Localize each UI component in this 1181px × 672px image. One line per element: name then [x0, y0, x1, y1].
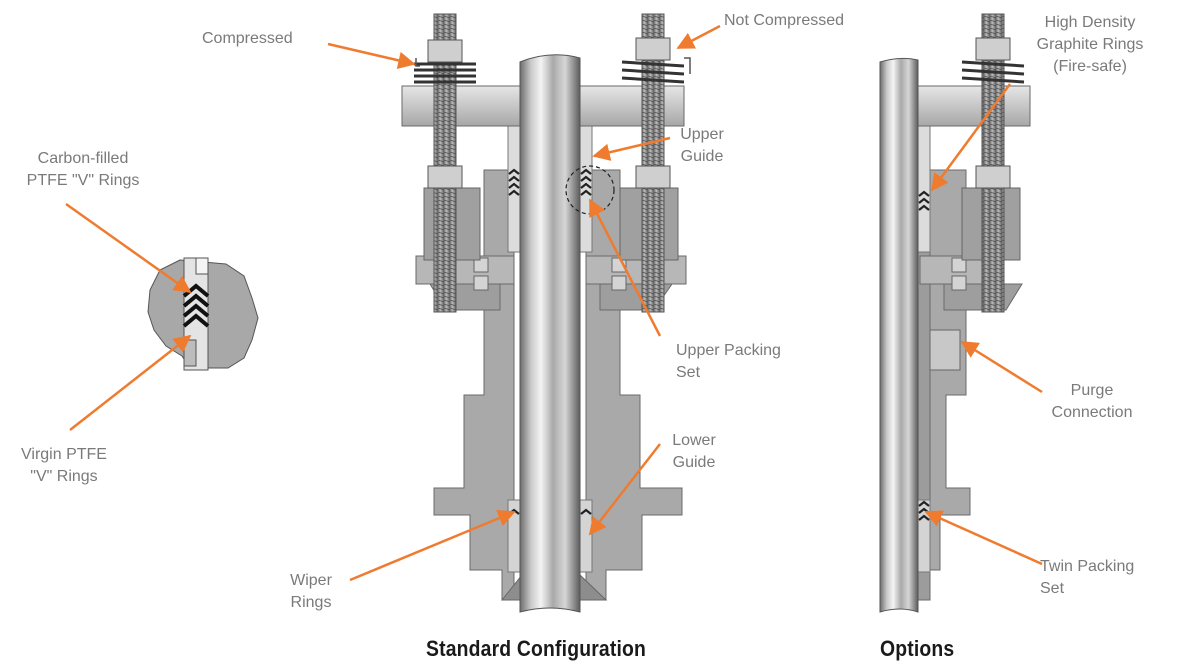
label-wiper-rings: Wiper Rings	[284, 570, 338, 614]
label-upper-guide-line1: Upper	[680, 126, 724, 143]
stud-bolt-right	[641, 13, 665, 313]
label-wiper-rings-line2: Rings	[290, 594, 332, 611]
label-virgin-ptfe-line2: "V" Rings	[30, 468, 98, 485]
label-virgin-ptfe: Virgin PTFE "V" Rings	[6, 444, 122, 488]
title-options: Options	[880, 636, 955, 661]
label-lower-guide-line1: Lower	[672, 432, 716, 449]
label-virgin-ptfe-line1: Virgin PTFE	[21, 446, 107, 463]
label-lower-guide-line2: Guide	[672, 454, 716, 471]
leader-graphite	[930, 83, 1012, 192]
label-not-compressed: Not Compressed	[724, 12, 845, 29]
label-wiper-rings-line1: Wiper	[290, 572, 332, 589]
label-graphite-line3: (Fire-safe)	[1053, 58, 1127, 75]
label-carbon-filled-line2: PTFE "V" Rings	[26, 172, 140, 189]
leader-upper-guide	[592, 136, 671, 161]
leader-lower-guide	[588, 443, 661, 536]
label-upper-packing: Upper Packing Set	[676, 340, 781, 384]
leader-carbon-filled	[65, 202, 192, 294]
label-graphite-line1: High Density	[1044, 14, 1136, 31]
label-twin-packing: Twin Packing Set	[1040, 556, 1134, 600]
leader-compressed	[327, 42, 416, 69]
label-upper-guide-line2: Guide	[680, 148, 724, 165]
bonnet-flange-left	[415, 255, 515, 285]
leader-upper-packing	[588, 198, 662, 337]
label-lower-guide: Lower Guide	[664, 430, 724, 474]
label-twin-packing-line2: Set	[1040, 580, 1065, 597]
stud-bolt-left	[433, 13, 457, 313]
label-twin-packing-line1: Twin Packing	[1040, 558, 1135, 575]
label-carbon-filled-line1: Carbon-filled	[37, 150, 129, 167]
valve-stem	[519, 54, 581, 613]
options-assembly	[879, 13, 1031, 613]
label-purge-line1: Purge	[1070, 382, 1114, 399]
leader-twin-packing	[924, 510, 1043, 566]
leader-wiper-rings	[349, 509, 516, 582]
leader-virgin-ptfe	[69, 334, 192, 431]
label-carbon-filled: Carbon-filled PTFE "V" Rings	[4, 148, 162, 192]
options-stem	[879, 57, 919, 613]
label-compressed: Compressed	[202, 30, 293, 47]
leader-lines	[65, 24, 1043, 582]
label-upper-packing-line2: Set	[676, 364, 701, 381]
leader-purge	[960, 340, 1043, 394]
label-upper-guide: Upper Guide	[664, 124, 740, 168]
label-graphite-rings: High Density Graphite Rings (Fire-safe)	[1022, 12, 1158, 78]
label-purge-connection: Purge Connection	[1040, 380, 1144, 424]
label-purge-line2: Connection	[1051, 404, 1133, 421]
title-standard-configuration: Standard Configuration	[426, 636, 647, 661]
label-upper-packing-line1: Upper Packing	[676, 342, 781, 359]
label-graphite-line2: Graphite Rings	[1036, 36, 1144, 53]
leader-not-compressed	[676, 24, 721, 50]
standard-assembly	[401, 13, 691, 613]
